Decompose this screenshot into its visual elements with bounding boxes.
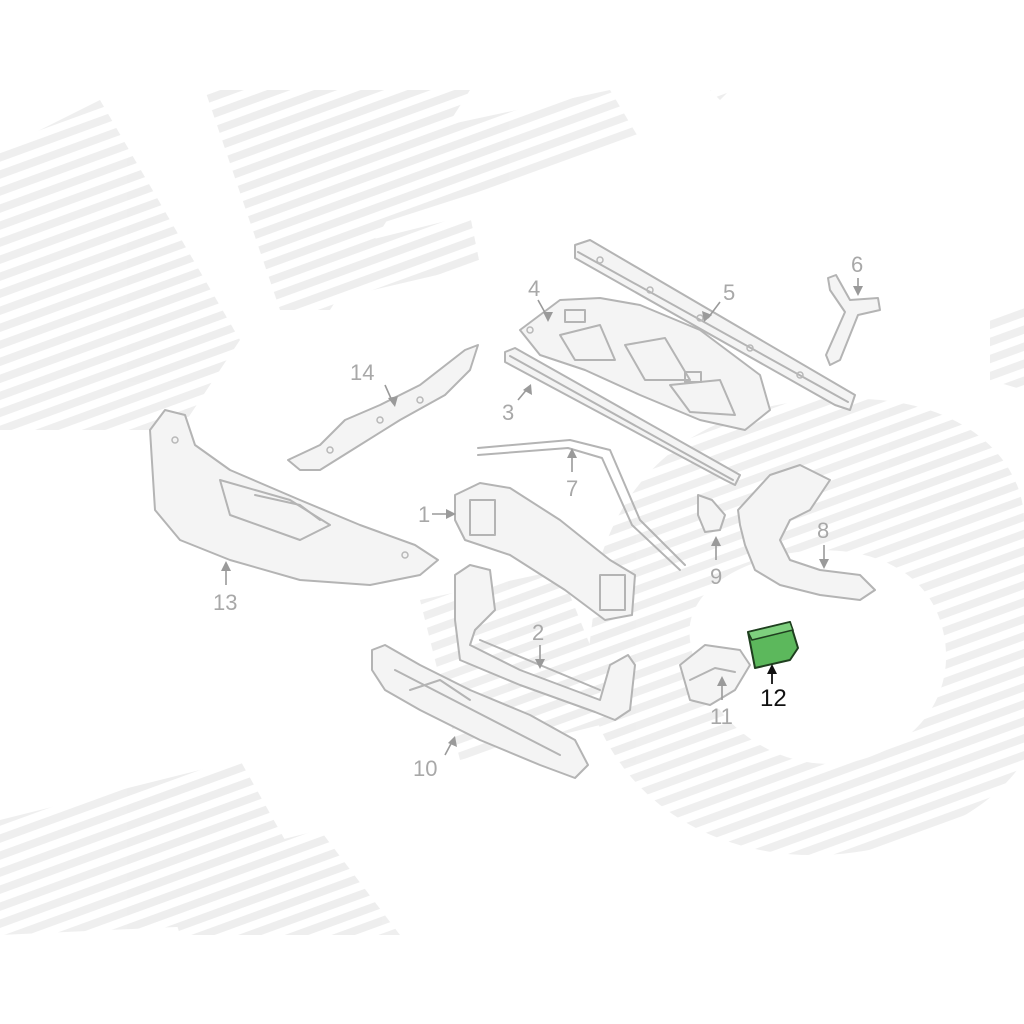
callout-7: 7 xyxy=(566,476,578,501)
callout-13: 13 xyxy=(213,590,237,615)
part-1-radiator-support[interactable] xyxy=(454,482,636,621)
callout-14: 14 xyxy=(350,360,374,385)
callout-3: 3 xyxy=(502,400,514,425)
callout-8: 8 xyxy=(817,518,829,543)
callout-5: 5 xyxy=(723,280,735,305)
callout-10: 10 xyxy=(413,756,437,781)
part-14-bracket[interactable] xyxy=(287,344,479,471)
part-7-brace-rod[interactable] xyxy=(477,439,686,571)
part-9-bracket[interactable] xyxy=(697,494,726,533)
part-3-lower-tie-bar[interactable] xyxy=(504,347,741,486)
part-4-radiator-cover[interactable] xyxy=(519,297,771,431)
callout-2: 2 xyxy=(532,620,544,645)
callout-4: 4 xyxy=(528,276,540,301)
callout-12: 12 xyxy=(760,685,787,712)
part-8-bracket[interactable] xyxy=(737,464,876,601)
part-11-bracket[interactable] xyxy=(679,644,751,706)
callout-6: 6 xyxy=(851,252,863,277)
part-13-bumper-carrier[interactable] xyxy=(149,409,439,586)
callout-9: 9 xyxy=(710,564,722,589)
leader-lines xyxy=(221,278,863,756)
part-12-highlighted[interactable] xyxy=(746,621,799,669)
callout-1: 1 xyxy=(418,502,430,527)
callout-labels: 1 2 3 4 5 6 7 8 9 10 11 12 13 14 xyxy=(213,252,863,781)
callout-11: 11 xyxy=(710,704,733,729)
part-6-bracket[interactable] xyxy=(825,274,881,366)
part-5-upper-tie-bar[interactable] xyxy=(574,239,856,411)
part-10-absorber[interactable] xyxy=(371,644,589,779)
